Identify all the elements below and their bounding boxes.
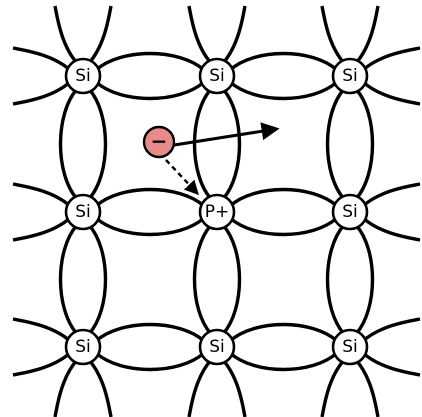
atom-label: Si bbox=[75, 202, 91, 222]
bond-line bbox=[87, 358, 113, 417]
bond-line bbox=[325, 87, 346, 201]
electron-circle bbox=[142, 125, 176, 159]
atoms: Si Si Si Si P+ Si Si Si bbox=[64, 57, 369, 366]
bond-line bbox=[87, 223, 108, 336]
bond-line bbox=[320, 358, 346, 417]
atom-label: Si bbox=[209, 337, 225, 357]
free-electron: − bbox=[142, 125, 176, 159]
bond-line bbox=[361, 351, 421, 377]
bond-line bbox=[228, 322, 339, 343]
bond-line bbox=[361, 216, 421, 242]
dashed-attraction-arrow bbox=[165, 159, 199, 196]
bond-line bbox=[221, 223, 242, 336]
bond-line bbox=[192, 87, 213, 201]
bond-line bbox=[94, 216, 206, 237]
bond-line bbox=[12, 216, 72, 242]
atom-label: Si bbox=[342, 66, 358, 86]
bond-line bbox=[94, 187, 206, 208]
electron-charge-label: − bbox=[151, 129, 168, 153]
atom-si-top-left: Si bbox=[64, 57, 102, 95]
bond-line bbox=[361, 317, 421, 343]
bond-line bbox=[12, 182, 72, 208]
bond-line bbox=[228, 216, 339, 237]
bond-line bbox=[53, 358, 79, 417]
bond-line bbox=[361, 46, 421, 72]
covalent-bonds bbox=[12, 5, 421, 417]
bond-line bbox=[12, 317, 72, 343]
bond-line bbox=[325, 223, 346, 336]
bond-line bbox=[221, 5, 247, 65]
atom-si-mid-right: Si bbox=[331, 193, 369, 231]
bond-line bbox=[361, 80, 421, 106]
atom-label: P+ bbox=[205, 202, 230, 222]
bond-line bbox=[192, 223, 213, 336]
bond-line bbox=[12, 351, 72, 377]
bond-line bbox=[94, 51, 206, 72]
bond-line bbox=[94, 80, 206, 101]
atom-si-top-center: Si bbox=[198, 57, 236, 95]
bond-line bbox=[228, 351, 339, 372]
atom-label: Si bbox=[209, 66, 225, 86]
atom-si-bottom-right: Si bbox=[331, 328, 369, 366]
bond-line bbox=[187, 5, 213, 65]
bond-line bbox=[12, 46, 72, 72]
atom-si-mid-left: Si bbox=[64, 193, 102, 231]
atom-si-bottom-center: Si bbox=[198, 328, 236, 366]
bond-line bbox=[354, 5, 380, 65]
bond-line bbox=[354, 87, 375, 201]
bond-line bbox=[221, 358, 247, 417]
bond-line bbox=[228, 51, 339, 72]
electron-motion-arrows bbox=[165, 122, 280, 196]
atom-label: Si bbox=[342, 202, 358, 222]
atom-si-top-right: Si bbox=[331, 57, 369, 95]
atom-label: Si bbox=[75, 337, 91, 357]
atom-si-bottom-left: Si bbox=[64, 328, 102, 366]
atom-p-dopant: P+ bbox=[198, 193, 236, 231]
bond-line bbox=[12, 80, 72, 106]
bond-line bbox=[94, 351, 206, 372]
bond-line bbox=[87, 5, 113, 65]
bond-line bbox=[354, 223, 375, 336]
free-electron-motion-arrow bbox=[167, 122, 280, 148]
bond-line bbox=[58, 87, 79, 201]
bond-line bbox=[87, 87, 108, 201]
bond-line bbox=[187, 358, 213, 417]
bond-line bbox=[228, 187, 339, 208]
bond-line bbox=[354, 358, 380, 417]
bond-line bbox=[53, 5, 79, 65]
bond-line bbox=[361, 182, 421, 208]
bond-line bbox=[94, 322, 206, 343]
bond-line bbox=[228, 80, 339, 101]
bond-line bbox=[221, 87, 242, 201]
atom-label: Si bbox=[342, 337, 358, 357]
bond-line bbox=[320, 5, 346, 65]
atom-label: Si bbox=[75, 66, 91, 86]
bond-line bbox=[58, 223, 79, 336]
